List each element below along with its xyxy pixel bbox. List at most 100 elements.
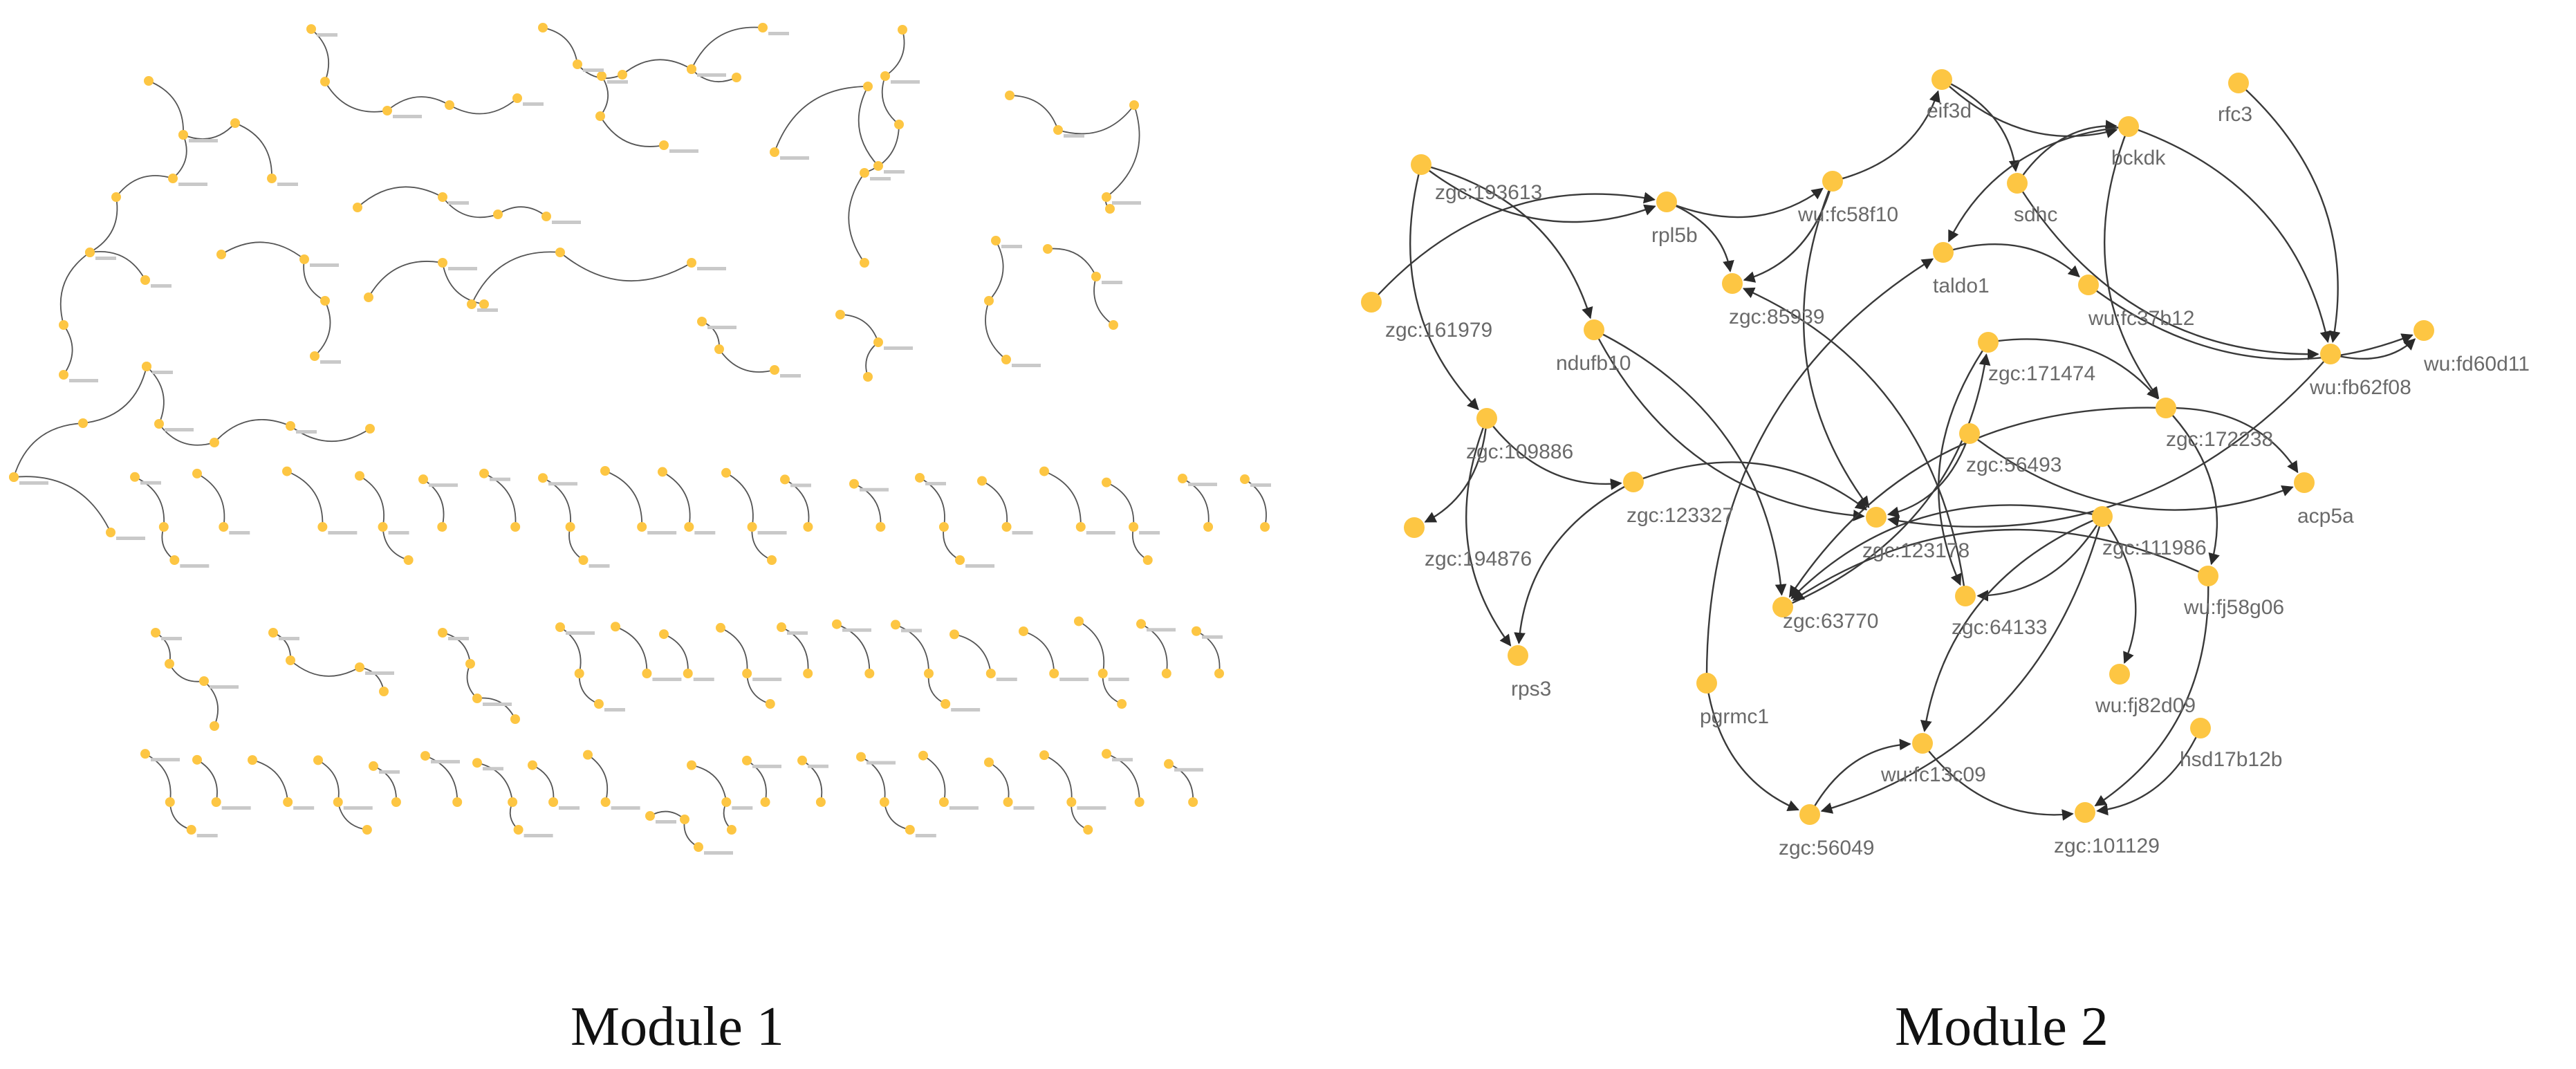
node-zgc:172238[interactable] [2156, 398, 2176, 418]
module-1-node [378, 522, 388, 532]
node-zgc:193613[interactable] [1411, 154, 1431, 175]
node-wu:fc13c09[interactable] [1912, 733, 1933, 754]
module-1-label-placeholder [652, 678, 682, 681]
module-1-label-placeholder [1064, 134, 1084, 138]
module-1-node [1102, 749, 1111, 759]
module-1-edge [172, 134, 187, 179]
module-1-label-placeholder [842, 628, 871, 632]
module-1-node [78, 418, 88, 428]
module-1-label-placeholder [757, 531, 787, 534]
node-zgc:64133[interactable] [1955, 586, 1976, 606]
node-pgrmc1[interactable] [1696, 673, 1717, 694]
module-1-label-placeholder [165, 428, 194, 431]
module-1-edge [895, 624, 929, 674]
node-wu:fc37b12[interactable] [2078, 275, 2099, 295]
edge-zgc:123327-to-rps3 [1514, 481, 1634, 644]
module-1-edge [115, 175, 174, 198]
module-1-label-placeholder [589, 564, 610, 568]
node-wu:fd60d11[interactable] [2413, 320, 2434, 341]
edge-wu:fc58f10-to-eif3d [1832, 90, 1940, 183]
module-1-node [192, 468, 202, 478]
module-2-caption: Module 2 [1895, 996, 2109, 1057]
module-1-edge [865, 342, 879, 378]
node-acp5a[interactable] [2294, 472, 2315, 493]
node-zgc:85939[interactable] [1722, 273, 1743, 294]
node-zgc:171474[interactable] [1978, 332, 1999, 353]
node-rpl5b[interactable] [1656, 192, 1677, 212]
module-1-node [365, 424, 375, 434]
node-zgc:56493[interactable] [1959, 423, 1980, 444]
module-1-node [158, 522, 169, 532]
module-1-edge [881, 75, 900, 125]
module-1-node [286, 656, 295, 665]
node-rps3[interactable] [1508, 645, 1528, 666]
node-wu:fb62f08[interactable] [2320, 344, 2341, 364]
edge-wu:fc37b12-to-wu:fd60d11 [2088, 284, 2413, 360]
node-wu:fc58f10[interactable] [1822, 171, 1843, 192]
module-1-node [645, 811, 655, 821]
node-label: wu:fd60d11 [2423, 353, 2530, 375]
module-1-node [1178, 474, 1187, 484]
module-1-edge [985, 300, 1007, 360]
module-1-label-placeholder [1102, 281, 1122, 284]
module-1-edge [725, 472, 754, 528]
edge-zgc:64133-to-zgc:85939 [1742, 287, 1967, 597]
node-label: zgc:123178 [1862, 539, 1970, 562]
module-1-edge [1044, 754, 1073, 803]
module-1-edge [1106, 481, 1135, 528]
node-ndufb10[interactable] [1584, 319, 1604, 340]
node-zgc:111986[interactable] [2092, 506, 2113, 527]
module-1-label-placeholder [483, 703, 512, 706]
node-eif3d[interactable] [1931, 69, 1952, 90]
module-1-node [151, 628, 160, 638]
module-1-label-placeholder [693, 678, 714, 681]
node-zgc:101129[interactable] [2075, 802, 2095, 823]
node-wu:fj82d09[interactable] [2109, 664, 2130, 685]
module-1-label-placeholder [870, 177, 891, 180]
node-wu:fj58g06[interactable] [2198, 566, 2218, 586]
module-1-node [1066, 797, 1077, 807]
module-1-node [863, 82, 873, 91]
node-label: zgc:109886 [1466, 440, 1573, 463]
node-zgc:123178[interactable] [1866, 507, 1887, 528]
node-bckdk[interactable] [2118, 116, 2139, 137]
module-1-node [353, 203, 362, 212]
node-label: zgc:171474 [1988, 362, 2095, 385]
module-1-edge [532, 764, 555, 803]
module-1-label-placeholder [69, 379, 98, 382]
module-1-edge [357, 186, 443, 208]
node-hsd17b12b[interactable] [2190, 718, 2211, 738]
module-1-label-placeholder [647, 531, 677, 534]
module-1-edge [568, 526, 584, 561]
module-1-node [780, 474, 790, 485]
module-1-label-placeholder [787, 631, 808, 635]
module-1-label-placeholder [1174, 768, 1203, 772]
module-1-label-placeholder [448, 637, 469, 640]
node-zgc:109886[interactable] [1476, 408, 1497, 429]
module-1-node [1001, 355, 1011, 364]
node-taldo1[interactable] [1933, 242, 1954, 263]
module-1-edge [691, 26, 763, 70]
module-1-label-placeholder [328, 531, 358, 534]
module-1-edge [1106, 104, 1140, 198]
module-1-label-placeholder [523, 102, 544, 106]
node-zgc:194876[interactable] [1404, 517, 1425, 538]
module-1-edge [784, 478, 810, 528]
module-1-node [510, 714, 520, 724]
node-zgc:63770[interactable] [1772, 597, 1793, 617]
edge-zgc:111986-to-zgc:64133 [1976, 516, 2104, 602]
module-1-label-placeholder [1012, 364, 1041, 367]
module-1-label-placeholder [429, 483, 458, 487]
node-zgc:56049[interactable] [1799, 804, 1820, 825]
node-rfc3[interactable] [2228, 73, 2249, 93]
module-1-edge [158, 423, 215, 446]
module-1-node [732, 73, 741, 82]
module-1-node [106, 528, 115, 537]
node-label: bckdk [2111, 147, 2166, 169]
node-zgc:123327[interactable] [1623, 472, 1644, 492]
module-1-node [299, 254, 309, 264]
node-sdhc[interactable] [2007, 173, 2028, 194]
node-zgc:161979[interactable] [1361, 292, 1382, 313]
edge-pgrmc1-to-taldo1 [1705, 258, 1934, 684]
module-1-label-placeholder [1112, 201, 1141, 205]
